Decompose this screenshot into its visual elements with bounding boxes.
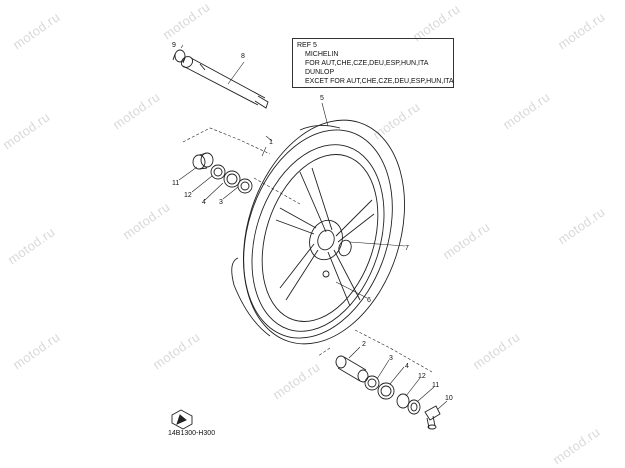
callout-9: 9: [172, 42, 176, 49]
callout-6: 6: [367, 297, 371, 304]
callout-3-lower: 3: [389, 355, 393, 362]
callout-7: 7: [405, 245, 409, 252]
part-10-bolt: [424, 405, 441, 430]
callout-11-lower: 11: [432, 382, 439, 389]
callout-3-left: 3: [219, 199, 223, 206]
front-direction-arrow-icon: [171, 409, 193, 430]
callout-12-lower: 12: [418, 373, 426, 380]
lower-bearing-set: [335, 355, 421, 415]
part-1-wheel-rim: [251, 144, 385, 332]
callout-11-left: 11: [172, 180, 179, 187]
part-5-tire: [231, 119, 405, 345]
ref-line: EXCET FOR AUT,CHE,CZE,DEU,ESP,HUN,ITA: [305, 78, 454, 85]
callout-5: 5: [320, 95, 324, 102]
leader-lines: [178, 44, 448, 410]
callout-8: 8: [241, 53, 245, 60]
callout-12-left: 12: [184, 192, 192, 199]
part-9-cap: [172, 49, 186, 64]
ref-line: DUNLOP: [305, 69, 335, 76]
diagram-code: 14B1300-H300: [168, 430, 216, 437]
left-bearing-set: [192, 152, 253, 194]
callout-labels: 9 8 5 1 11 12 4 3 7 6 2 3 4 12 11 10: [172, 42, 453, 402]
ref-line: MICHELIN: [305, 51, 339, 58]
part-8-axle: [180, 56, 269, 109]
callout-1: 1: [269, 139, 273, 146]
callout-4-left: 4: [202, 199, 206, 206]
ref-title: REF 5: [297, 42, 317, 49]
reference-note-box: REF 5 MICHELIN FOR AUT,CHE,CZE,DEU,ESP,H…: [292, 38, 454, 88]
callout-10: 10: [445, 395, 453, 402]
ref-line: FOR AUT,CHE,CZE,DEU,ESP,HUN,ITA: [305, 60, 429, 67]
callout-4-lower: 4: [405, 363, 409, 370]
callout-2: 2: [362, 341, 366, 348]
